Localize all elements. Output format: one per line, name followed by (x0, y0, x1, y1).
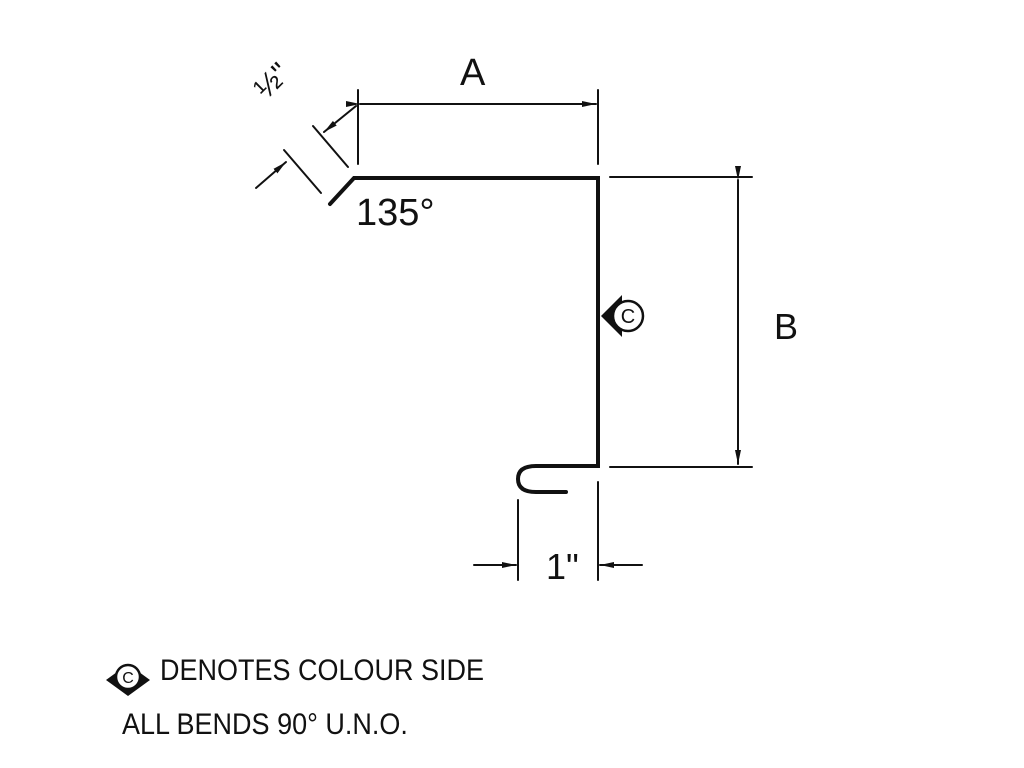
dim-half-arrow-1 (323, 105, 357, 133)
svg-text:C: C (621, 306, 635, 328)
note-bends: ALL BENDS 90° U.N.O. (122, 708, 408, 741)
note-colour-side: DENOTES COLOUR SIDE (160, 654, 485, 687)
dimension-b-label: B (774, 306, 799, 347)
dim-half-ext-1 (312, 125, 349, 168)
svg-text:C: C (122, 670, 134, 687)
colour-side-icon: C (601, 295, 645, 337)
hem-length-label: 1" (546, 546, 579, 587)
dim-half-arrow-2 (255, 161, 287, 189)
angle-label: 135° (356, 192, 435, 234)
dim-half-ext-2 (283, 149, 322, 194)
profile-line (328, 176, 600, 494)
legend-colour-side-icon: C (106, 663, 150, 696)
dimension-a-label: A (460, 52, 486, 94)
